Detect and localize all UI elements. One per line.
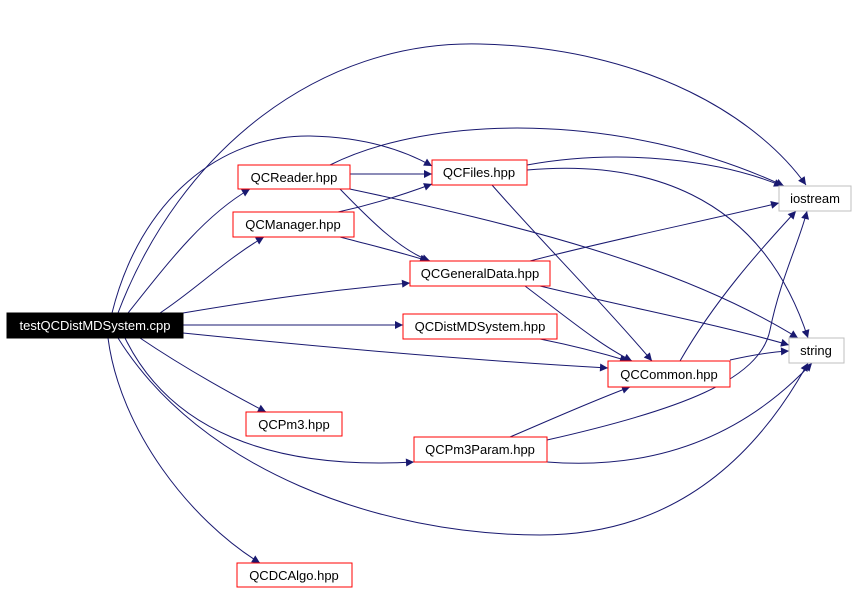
node-qcreader-hpp[interactable]: QCReader.hpp <box>237 164 351 190</box>
node-string[interactable]: string <box>788 337 845 364</box>
edge-reader-string <box>344 187 799 339</box>
node-qcgeneraldata-hpp[interactable]: QCGeneralData.hpp <box>409 260 551 287</box>
edge-files-iostream <box>526 156 783 187</box>
edge-pm3param-common <box>509 386 631 438</box>
edge-distmd-common <box>539 338 629 363</box>
node-qcmanager-hpp[interactable]: QCManager.hpp <box>232 211 355 238</box>
edge-pm3param-iostream <box>546 210 810 441</box>
node-box <box>778 185 852 212</box>
edge-root-common <box>182 332 609 372</box>
node-box <box>788 337 845 364</box>
edge-reader-iostream <box>329 127 785 187</box>
node-label: QCFiles.hpp <box>443 165 515 180</box>
edge-root-iostream <box>117 43 807 314</box>
node-qcfiles-hpp[interactable]: QCFiles.hpp <box>431 159 528 186</box>
node-label: QCReader.hpp <box>251 170 338 185</box>
node-label: QCPm3.hpp <box>258 417 330 432</box>
node-label: iostream <box>790 191 840 206</box>
edge-manager-files <box>337 183 433 213</box>
file-nodes: testQCDistMDSystem.cpp QCReader.hpp QCMa… <box>6 159 852 588</box>
edge-root-pm3param <box>124 337 415 467</box>
node-qcdcalgo-hpp[interactable]: QCDCAlgo.hpp <box>236 562 353 588</box>
edge-manager-general <box>339 236 429 263</box>
edge-files-common <box>491 184 653 362</box>
node-box <box>6 312 184 339</box>
node-testqcdistmdsystem-cpp[interactable]: testQCDistMDSystem.cpp <box>6 312 184 339</box>
node-iostream[interactable]: iostream <box>778 185 852 212</box>
node-label: QCCommon.hpp <box>620 367 718 382</box>
node-label: QCManager.hpp <box>245 217 340 232</box>
node-box <box>237 164 351 190</box>
node-qcpm3param-hpp[interactable]: QCPm3Param.hpp <box>413 436 548 463</box>
node-qccommon-hpp[interactable]: QCCommon.hpp <box>607 360 731 388</box>
edge-root-reader <box>127 188 251 314</box>
node-box <box>413 436 548 463</box>
edge-root-files <box>111 135 433 314</box>
node-label: string <box>800 343 832 358</box>
edge-root-manager <box>159 236 265 314</box>
node-box <box>402 313 558 340</box>
node-box <box>607 360 731 388</box>
node-qcdistmdsystem-hpp[interactable]: QCDistMDSystem.hpp <box>402 313 558 340</box>
edge-common-iostream <box>679 210 797 362</box>
edge-root-dcalgo <box>107 337 261 564</box>
node-box <box>431 159 528 186</box>
node-label: QCDCAlgo.hpp <box>249 568 339 583</box>
node-box <box>409 260 551 287</box>
node-box <box>232 211 355 238</box>
edge-files-string <box>526 167 810 339</box>
edge-common-string <box>729 347 790 361</box>
node-label: QCGeneralData.hpp <box>421 266 540 281</box>
node-qcpm3-hpp[interactable]: QCPm3.hpp <box>245 411 343 437</box>
node-label: QCDistMDSystem.hpp <box>415 319 546 334</box>
node-box <box>245 411 343 437</box>
edge-root-general <box>182 279 411 314</box>
edge-general-iostream <box>529 200 780 262</box>
dependency-edges <box>107 43 813 564</box>
node-label: QCPm3Param.hpp <box>425 442 535 457</box>
edge-general-string <box>539 285 790 347</box>
edge-pm3param-string <box>546 362 813 464</box>
edge-root-string <box>117 337 809 536</box>
node-label: testQCDistMDSystem.cpp <box>20 318 171 333</box>
node-box <box>236 562 353 588</box>
edge-root-pm3 <box>139 337 267 413</box>
